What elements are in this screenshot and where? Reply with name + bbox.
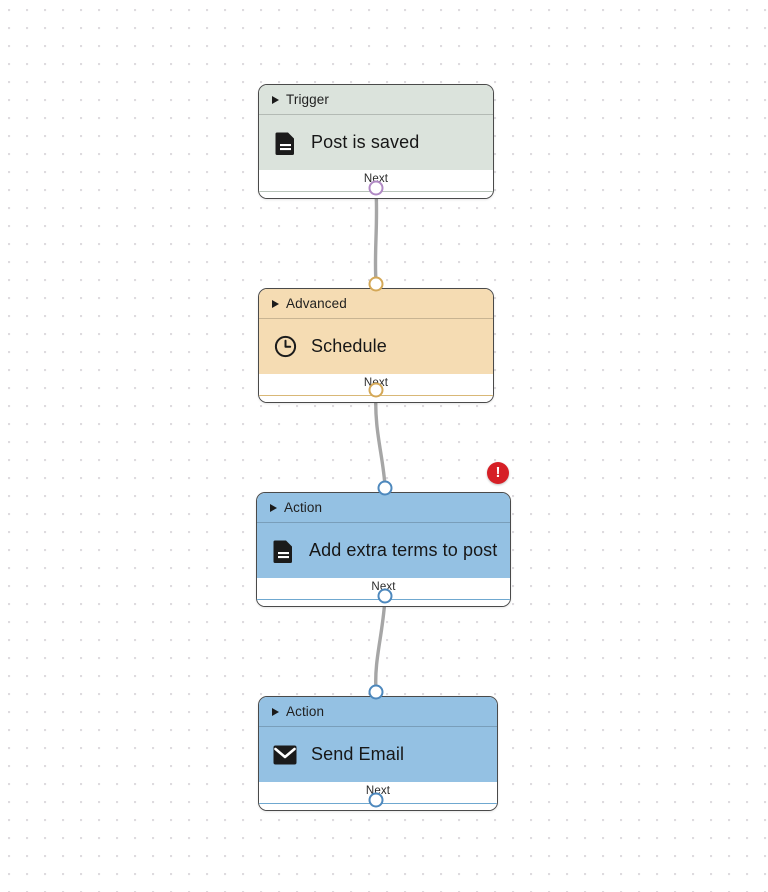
chevron-right-icon[interactable] — [272, 707, 279, 716]
node-category-label: Action — [284, 500, 323, 515]
next-label: Next — [371, 581, 396, 593]
node-header[interactable]: Advanced — [259, 289, 493, 318]
port-action1-in[interactable] — [377, 480, 393, 496]
node-category-label: Advanced — [286, 296, 347, 311]
node-category-label: Action — [286, 704, 325, 719]
node-body[interactable]: Post is saved — [259, 114, 493, 170]
next-label: Next — [365, 785, 391, 797]
node-body[interactable]: Send Email — [259, 726, 497, 782]
port-advanced-out[interactable] — [368, 382, 384, 398]
port-advanced-in[interactable] — [368, 276, 384, 292]
node-title: Schedule — [311, 336, 387, 356]
document-icon — [273, 131, 297, 155]
node-advanced-schedule[interactable]: Advanced Schedule Next — [258, 288, 494, 403]
node-category-label: Trigger — [286, 92, 329, 107]
edge-advanced-to-action1 — [374, 390, 387, 488]
node-error-badge[interactable]: ! — [487, 462, 509, 484]
node-trigger-post-is-saved[interactable]: Trigger Post is saved Next — [258, 84, 494, 199]
node-title: Post is saved — [311, 132, 420, 152]
port-action2-out[interactable] — [368, 792, 384, 808]
node-title: Send Email — [311, 744, 405, 764]
next-label: Next — [363, 173, 389, 185]
node-title: Add extra terms to post — [309, 540, 498, 560]
node-header[interactable]: Action — [257, 493, 510, 522]
node-body[interactable]: Schedule — [259, 318, 493, 374]
node-action-send-email[interactable]: Action Send Email Next — [258, 696, 498, 811]
node-header[interactable]: Trigger — [259, 85, 493, 114]
chevron-right-icon[interactable] — [272, 95, 279, 104]
node-body[interactable]: Add extra terms to post — [257, 522, 510, 578]
error-exclamation-icon: ! — [495, 464, 501, 481]
port-action1-out[interactable] — [377, 588, 393, 604]
document-icon — [271, 539, 295, 563]
port-action2-in[interactable] — [368, 684, 384, 700]
edge-action1-to-action2 — [374, 596, 387, 692]
chevron-right-icon[interactable] — [270, 503, 277, 512]
port-trigger-out[interactable] — [368, 180, 384, 196]
chevron-right-icon[interactable] — [272, 299, 279, 308]
node-header[interactable]: Action — [259, 697, 497, 726]
edge-trigger-to-advanced — [373, 188, 379, 284]
envelope-icon — [273, 743, 297, 767]
clock-icon — [273, 335, 297, 359]
